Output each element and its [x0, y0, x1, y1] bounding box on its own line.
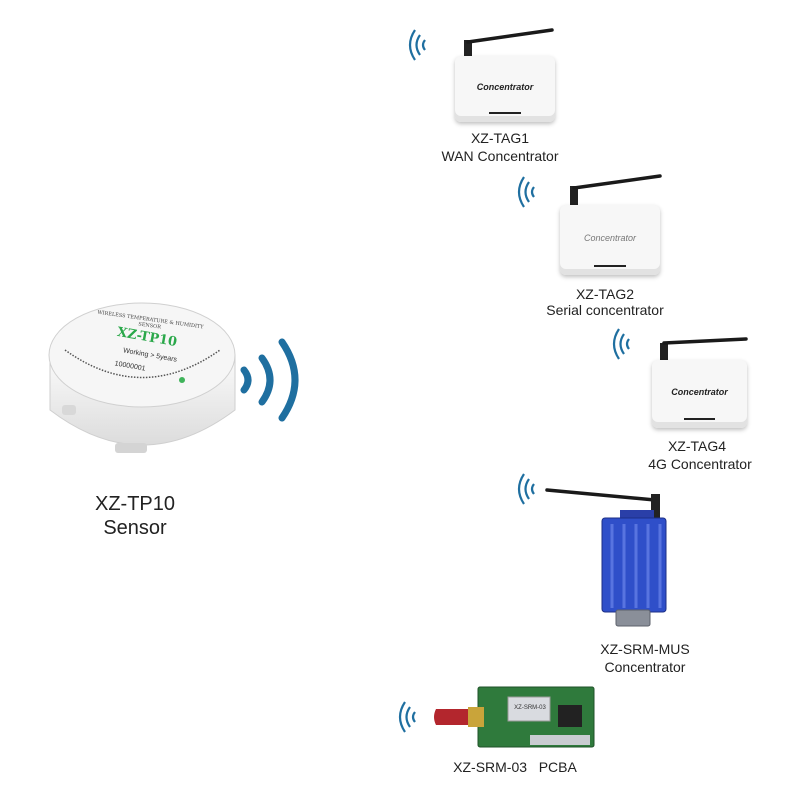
device-label-model: XZ-SRM-03 PCBA [453, 759, 577, 775]
device-label-model: XZ-TAG2 [575, 286, 635, 302]
sensor-label-model: XZ-TP10 [94, 493, 176, 515]
aluminum-module-image [601, 510, 667, 627]
antenna-icon [660, 337, 748, 363]
wifi-signal-icon [612, 328, 630, 360]
box-slot [489, 112, 521, 114]
pcba-image [434, 686, 595, 748]
concentrator-brand: Concentrator [671, 387, 728, 398]
sensor-label-type: Sensor [103, 517, 167, 539]
concentrator-brand: Concentrator [476, 82, 534, 93]
box-slot [684, 418, 715, 420]
sensor-body-image [48, 302, 236, 453]
device-label-model: XZ-TAG4 [667, 438, 727, 454]
wifi-signal-icon [517, 473, 535, 505]
device-label-type: Serial concentrator [546, 302, 664, 318]
wifi-signal-icon [408, 29, 426, 61]
device-label-type: WAN Concentrator [441, 148, 559, 164]
pcba-chip-text: XZ-SRM-03 [514, 705, 546, 711]
antenna-icon [464, 28, 554, 60]
concentrator-box-tag4: Concentrator [652, 360, 747, 428]
wifi-signal-icon [398, 701, 416, 733]
device-label-model: XZ-TAG1 [470, 130, 530, 146]
wifi-signal-icon [517, 176, 535, 208]
concentrator-brand: Concentrator [583, 233, 637, 243]
wifi-signal-icon [240, 338, 299, 422]
device-label-model: XZ-SRM-MUS [600, 641, 690, 657]
antenna-icon [545, 488, 660, 522]
concentrator-box-tag2: Concentrator [560, 205, 660, 275]
concentrator-box-tag1: Concentrator [455, 56, 555, 122]
sensor-device: WIRELESS TEMPERATURE & HUMIDITY SENSOR X… [40, 295, 245, 470]
antenna-icon [570, 174, 662, 208]
device-label-type: Concentrator [604, 659, 686, 675]
device-label-type: 4G Concentrator [648, 456, 752, 472]
box-slot [594, 265, 626, 267]
